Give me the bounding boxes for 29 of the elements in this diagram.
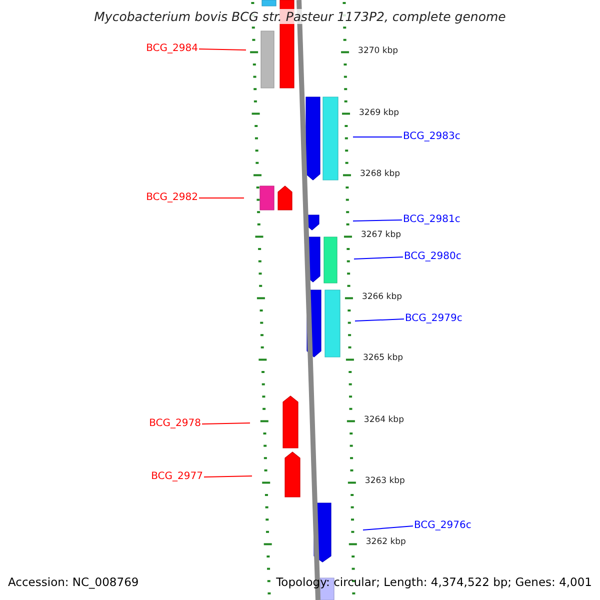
leader-line — [202, 422, 250, 424]
gene-label: BCG_2978 — [149, 418, 201, 430]
genome-summary-text: Topology: circular; Length: 4,374,522 bp; Genes: 4,001 — [276, 575, 592, 589]
gene-label: BCG_2981c — [403, 214, 460, 226]
position-label: 3266 kbp — [362, 292, 402, 302]
accession-text: Accession: NC_008769 — [8, 575, 139, 589]
leader-line — [204, 476, 252, 478]
position-label: 3270 kbp — [358, 46, 398, 56]
leader-line — [362, 526, 414, 530]
gene-label: BCG_2979c — [405, 313, 462, 325]
leader-line — [198, 48, 246, 50]
gene-label: BCG_2977 — [151, 471, 203, 483]
gene-label: BCG_2980c — [404, 251, 462, 263]
map-title: Mycobacterium bovis BCG str. Pasteur 1173P2, complete genome — [93, 9, 507, 24]
position-label: 3269 kbp — [359, 108, 400, 118]
gene-label: BCG_2976c — [414, 520, 472, 532]
leader-line — [354, 318, 404, 322]
leader-line — [352, 136, 402, 138]
position-label: 3263 kbp — [364, 476, 405, 486]
position-label: 3264 kbp — [364, 415, 404, 425]
leader-line — [354, 256, 404, 260]
position-label: 3267 kbp — [360, 230, 402, 240]
position-label: 3268 kbp — [360, 169, 400, 179]
position-label: 3265 kbp — [362, 353, 403, 363]
gene-label: BCG_2984 — [146, 43, 198, 55]
gene-label: BCG_2982 — [146, 192, 198, 204]
position-label: 3262 kbp — [366, 537, 406, 547]
gene-label: BCG_2983c — [403, 131, 460, 143]
leader-line — [352, 220, 402, 222]
